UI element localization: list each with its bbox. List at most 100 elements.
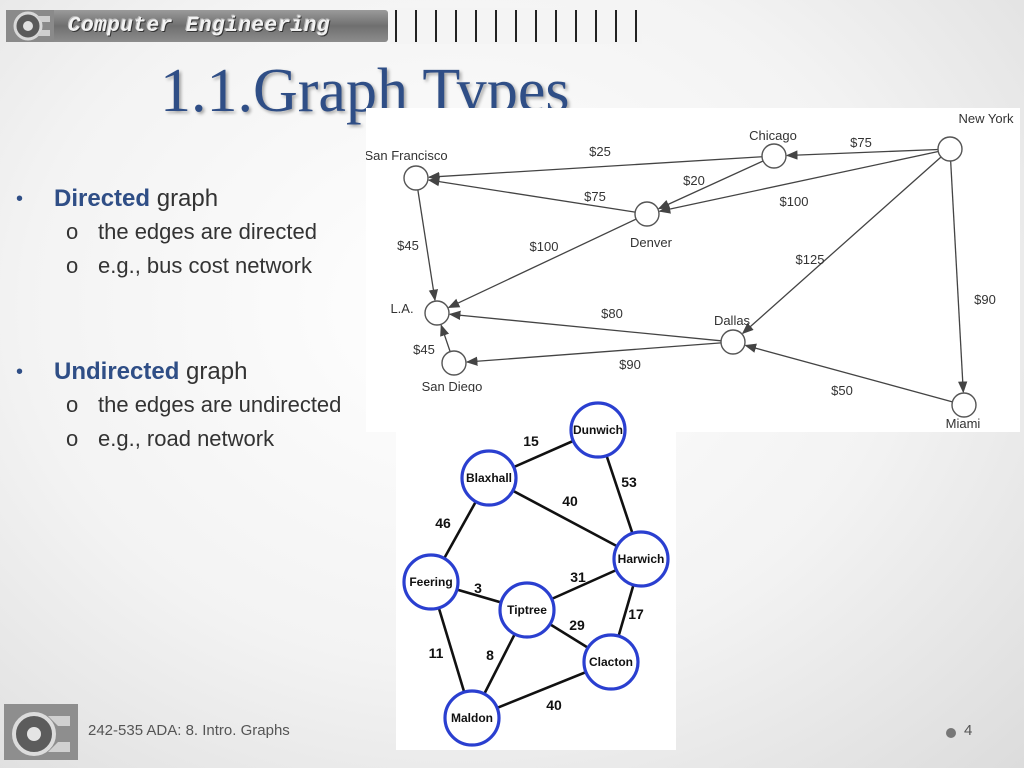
bullet-directed: • Directed graph [16,183,436,215]
road-distance-label: 29 [569,617,585,633]
edge-cost-label: $125 [796,252,825,267]
sub-bullet-marker: o [66,219,79,244]
city-label-denver: Denver [630,235,673,250]
sub-bullet: o e.g., bus cost network [16,249,436,283]
directed-edge-newyork-miami [950,160,968,394]
road-distance-label: 11 [429,645,444,661]
banner-title: Computer Engineering [68,15,331,38]
bullet-marker: • [16,188,24,210]
edge-cost-label: $100 [530,239,559,254]
slide-number: 4 [964,722,973,739]
directed-edge-newyork-chicago [785,148,939,160]
sub-bullet-text: the edges are undirected [98,392,342,417]
road-edge-blaxhall-harwich [488,476,642,561]
city-label-chicago: Chicago [749,128,797,143]
banner-stripes [390,8,642,44]
edge-cost-label: $50 [831,383,853,398]
road-distance-label: 17 [628,606,644,622]
sub-bullet: o the edges are undirected [16,388,436,422]
edge-cost-label: $90 [619,357,641,372]
footer-course-label: 242-535 ADA: 8. Intro. Graphs [88,722,290,739]
city-label-newyork: New York [959,111,1014,126]
undirected-bullet-list: • Undirected graph o the edges are undirec… [16,356,436,456]
sub-bullet: o the edges are directed [16,215,436,249]
town-label-maldon: Maldon [451,711,493,725]
directed-edge-chicago-denver [657,160,764,210]
city-node-sf [403,165,429,191]
sub-bullet: o e.g., road network [16,422,436,456]
city-node-chicago [761,143,787,169]
sub-bullet-marker: o [66,392,79,417]
road-distance-label: 46 [435,515,451,531]
city-label-dallas: Dallas [714,313,751,328]
city-node-la [424,300,450,326]
edge-cost-label: $20 [683,173,705,188]
course-banner: Computer Engineering [6,8,642,44]
road-distance-label: 3 [474,580,482,596]
directed-edge-sandiego-la [440,324,451,352]
footer-logo-icon [4,704,78,760]
edge-cost-label: $45 [397,238,419,253]
edge-cost-label: $75 [584,189,606,204]
directed-edge-sf-la [417,189,439,302]
sub-bullet-text: the edges are directed [98,219,317,244]
town-node-feering [402,553,460,611]
town-label-dunwich: Dunwich [573,423,623,437]
city-label-miami: Miami [946,416,981,431]
bullet-marker: • [16,361,24,383]
bullet-key-term: Undirected [54,358,180,385]
directed-edge-chicago-sf [427,156,763,182]
engineering-logo-icon [6,10,56,42]
directed-edge-newyork-denver [658,150,939,214]
city-label-sf: San Francisco [366,148,448,163]
road-distance-label: 8 [486,647,494,663]
bullet-text: graph [179,358,248,385]
town-node-maldon [443,689,501,747]
directed-edge-newyork-dallas [741,156,942,335]
town-node-dunwich [569,401,627,459]
edge-cost-label: $80 [601,306,623,321]
town-node-blaxhall [460,449,518,507]
edge-cost-label: $100 [780,194,809,209]
directed-edge-denver-sf [427,176,636,213]
road-distance-label: 31 [570,569,586,585]
bullet-undirected: • Undirected graph [16,356,436,388]
directed-edge-dallas-sandiego [465,342,722,366]
edge-cost-label: $90 [974,292,996,307]
city-node-miami [951,392,977,418]
town-node-tiptree [498,581,556,639]
city-label-sandiego: San Diego [422,379,483,394]
sub-bullet-marker: o [66,253,79,278]
road-distance-label: 40 [562,493,578,509]
town-node-clacton [582,633,640,691]
city-node-sandiego [441,350,467,376]
town-label-tiptree: Tiptree [507,603,547,617]
city-node-denver [634,201,660,227]
town-label-clacton: Clacton [589,655,633,669]
town-label-blaxhall: Blaxhall [466,471,512,485]
town-label-harwich: Harwich [618,552,665,566]
city-node-newyork [937,136,963,162]
sub-bullet-marker: o [66,426,79,451]
city-node-dallas [720,329,746,355]
edge-cost-label: $25 [589,144,611,159]
sub-bullet-text: e.g., road network [98,426,275,451]
directed-edge-denver-la [447,218,637,309]
road-distance-label: 53 [621,474,637,490]
directed-edge-miami-dallas [744,343,953,403]
directed-graph-diagram: $25 $75 $20 $75 $100 $45 $100 $125 $90 $80 $45 $90 $… [366,108,1020,432]
town-label-feering: Feering [409,575,452,589]
edge-cost-label: $75 [850,135,872,150]
edge-cost-label: $45 [413,342,435,357]
town-node-harwich [612,530,670,588]
city-label-la: L.A. [390,301,413,316]
sub-bullet-text: e.g., bus cost network [98,253,312,278]
footer-dot [946,728,956,738]
directed-edge-dallas-la [448,310,722,342]
banner-bar [54,10,388,42]
bullet-text: graph [150,185,219,212]
road-distance-label: 15 [523,433,539,449]
bullet-key-term: Directed [54,185,151,212]
